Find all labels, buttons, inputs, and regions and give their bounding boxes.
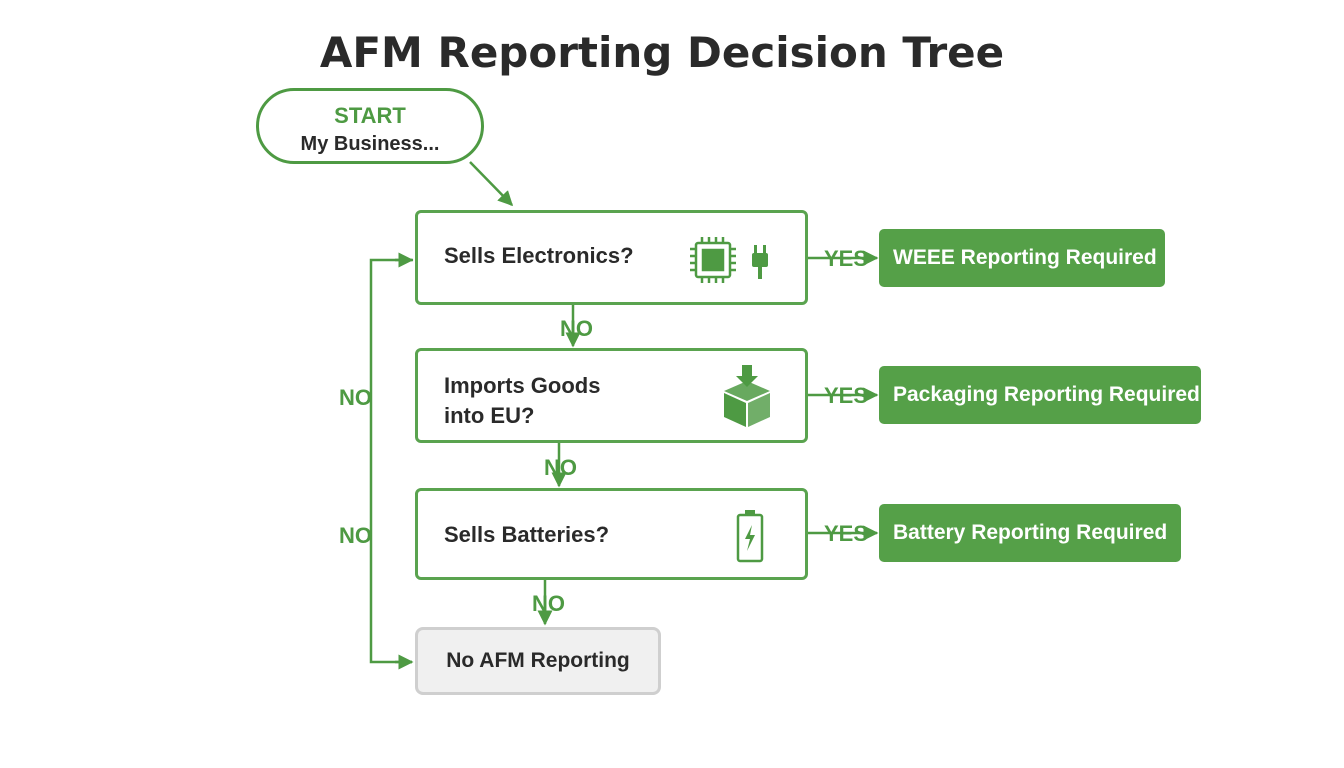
yes-label-1: YES	[824, 246, 869, 271]
result-weee: WEEE Reporting Required	[879, 229, 1165, 287]
start-subtitle: My Business...	[300, 133, 440, 155]
result-packaging: Packaging Reporting Required	[879, 366, 1201, 424]
question-text-line-1: Imports Goods	[444, 373, 601, 398]
arrow-start-to-q1	[469, 161, 514, 207]
no-label-2: NO	[544, 455, 577, 480]
question-text: Sells Batteries?	[444, 522, 610, 547]
question-box-batteries: Sells Batteries?	[415, 488, 808, 580]
result-battery: Battery Reporting Required	[879, 504, 1181, 562]
chip-plug-icon	[690, 237, 768, 283]
start-node: START My Business...	[256, 88, 484, 164]
question-box-electronics: Sells Electronics?	[415, 210, 808, 305]
end-node: No AFM Reporting	[415, 627, 661, 695]
diagram-title: AFM Reporting Decision Tree	[319, 28, 1005, 77]
no-label-3: NO	[532, 591, 565, 616]
loop-no-label-1: NO	[339, 385, 372, 410]
question-text-line-2: into EU?	[444, 403, 535, 428]
question-text: Sells Electronics?	[444, 243, 634, 268]
box-import-icon	[724, 365, 770, 427]
loop-no-label-2: NO	[339, 523, 372, 548]
yes-label-2: YES	[824, 383, 869, 408]
loop-line	[369, 258, 413, 664]
battery-icon	[736, 510, 764, 563]
no-label-1: NO	[560, 316, 593, 341]
start-label: START	[334, 103, 406, 128]
yes-label-3: YES	[824, 521, 869, 546]
question-box-imports: Imports Goods into EU?	[415, 348, 808, 443]
